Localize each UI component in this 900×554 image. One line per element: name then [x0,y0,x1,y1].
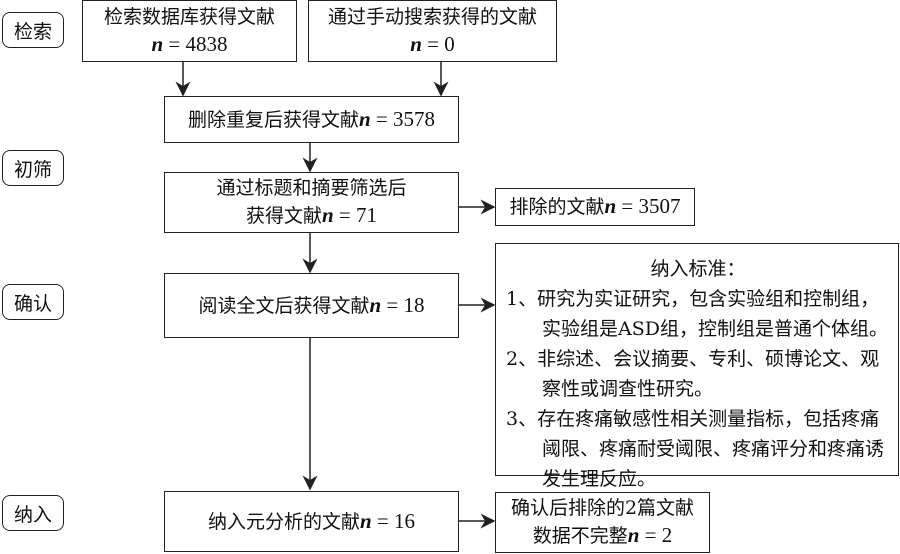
box-label-1: 确认后排除的2篇文献 [510,497,695,519]
box-manual-records: 通过手动搜索获得的文献 n = 0 [308,0,557,62]
count: 18 [403,292,425,317]
box-excluded-records: 排除的文献n = 3507 [495,188,695,226]
n-symbol: n [410,32,422,56]
count: 16 [394,508,416,533]
box-full-text-assessed: 阅读全文后获得文献n = 18 [164,273,459,338]
box-deduplicated: 删除重复后获得文献n = 3578 [164,96,459,143]
criteria-item-2: 2、非综述、会议摘要、专利、硕博论文、观察性或调查性研究。 [506,348,880,400]
n-symbol: n [359,508,372,533]
count: 0 [444,32,455,56]
equals: = [163,32,186,56]
equals: = [371,508,395,533]
criteria-item-1: 1、研究为实证研究，包含实验组和控制组，实验组是ASD组，控制组是普通个体组。 [506,288,888,340]
box-label: 通过手动搜索获得的文献 [327,6,537,28]
box-included-studies: 纳入元分析的文献n = 16 [164,491,459,552]
n-symbol: n [358,106,371,131]
count: 3507 [638,194,681,218]
n-symbol: n [321,203,334,227]
equals: = [381,292,404,317]
box-label-1: 通过标题和摘要筛选后 [216,177,407,199]
count: 3578 [393,106,436,131]
criteria-title: 纳入标准： [650,258,746,280]
equals: = [616,194,639,218]
box-label: 检索数据库获得文献 [103,6,275,28]
box-database-records: 检索数据库获得文献 n = 4838 [82,0,297,62]
n-symbol: n [369,292,382,317]
n-symbol: n [627,523,640,547]
box-label: 删除重复后获得文献 [187,108,359,131]
box-label-2: 数据不完整 [532,525,628,547]
count: 2 [661,523,673,547]
criteria-item-3: 3、存在疼痛敏感性相关测量指标，包括疼痛阈限、疼痛耐受阈限、疼痛评分和疼痛诱发生… [506,408,885,490]
equals: = [639,523,662,547]
equals: = [421,32,445,56]
box-label: 阅读全文后获得文献 [198,294,370,317]
box-excluded-after-eligibility: 确认后排除的2篇文献 数据不完整n = 2 [495,492,710,553]
stage-identification: 检索 [2,12,64,48]
equals: = [333,203,357,227]
box-label: 纳入元分析的文献 [207,510,360,533]
box-label-2: 获得文献 [245,205,322,227]
count: 71 [356,203,378,227]
stage-screening: 初筛 [2,150,64,186]
n-symbol: n [151,32,164,56]
equals: = [370,106,394,131]
stage-included: 纳入 [2,495,64,531]
count: 4838 [185,32,228,56]
box-inclusion-criteria: 纳入标准： 1、研究为实证研究，包含实验组和控制组，实验组是ASD组，控制组是普… [495,243,899,490]
n-symbol: n [604,194,617,218]
box-title-abstract-screened: 通过标题和摘要筛选后 获得文献n = 71 [164,172,459,233]
box-label: 排除的文献 [509,196,605,218]
stage-eligibility: 确认 [2,284,64,320]
